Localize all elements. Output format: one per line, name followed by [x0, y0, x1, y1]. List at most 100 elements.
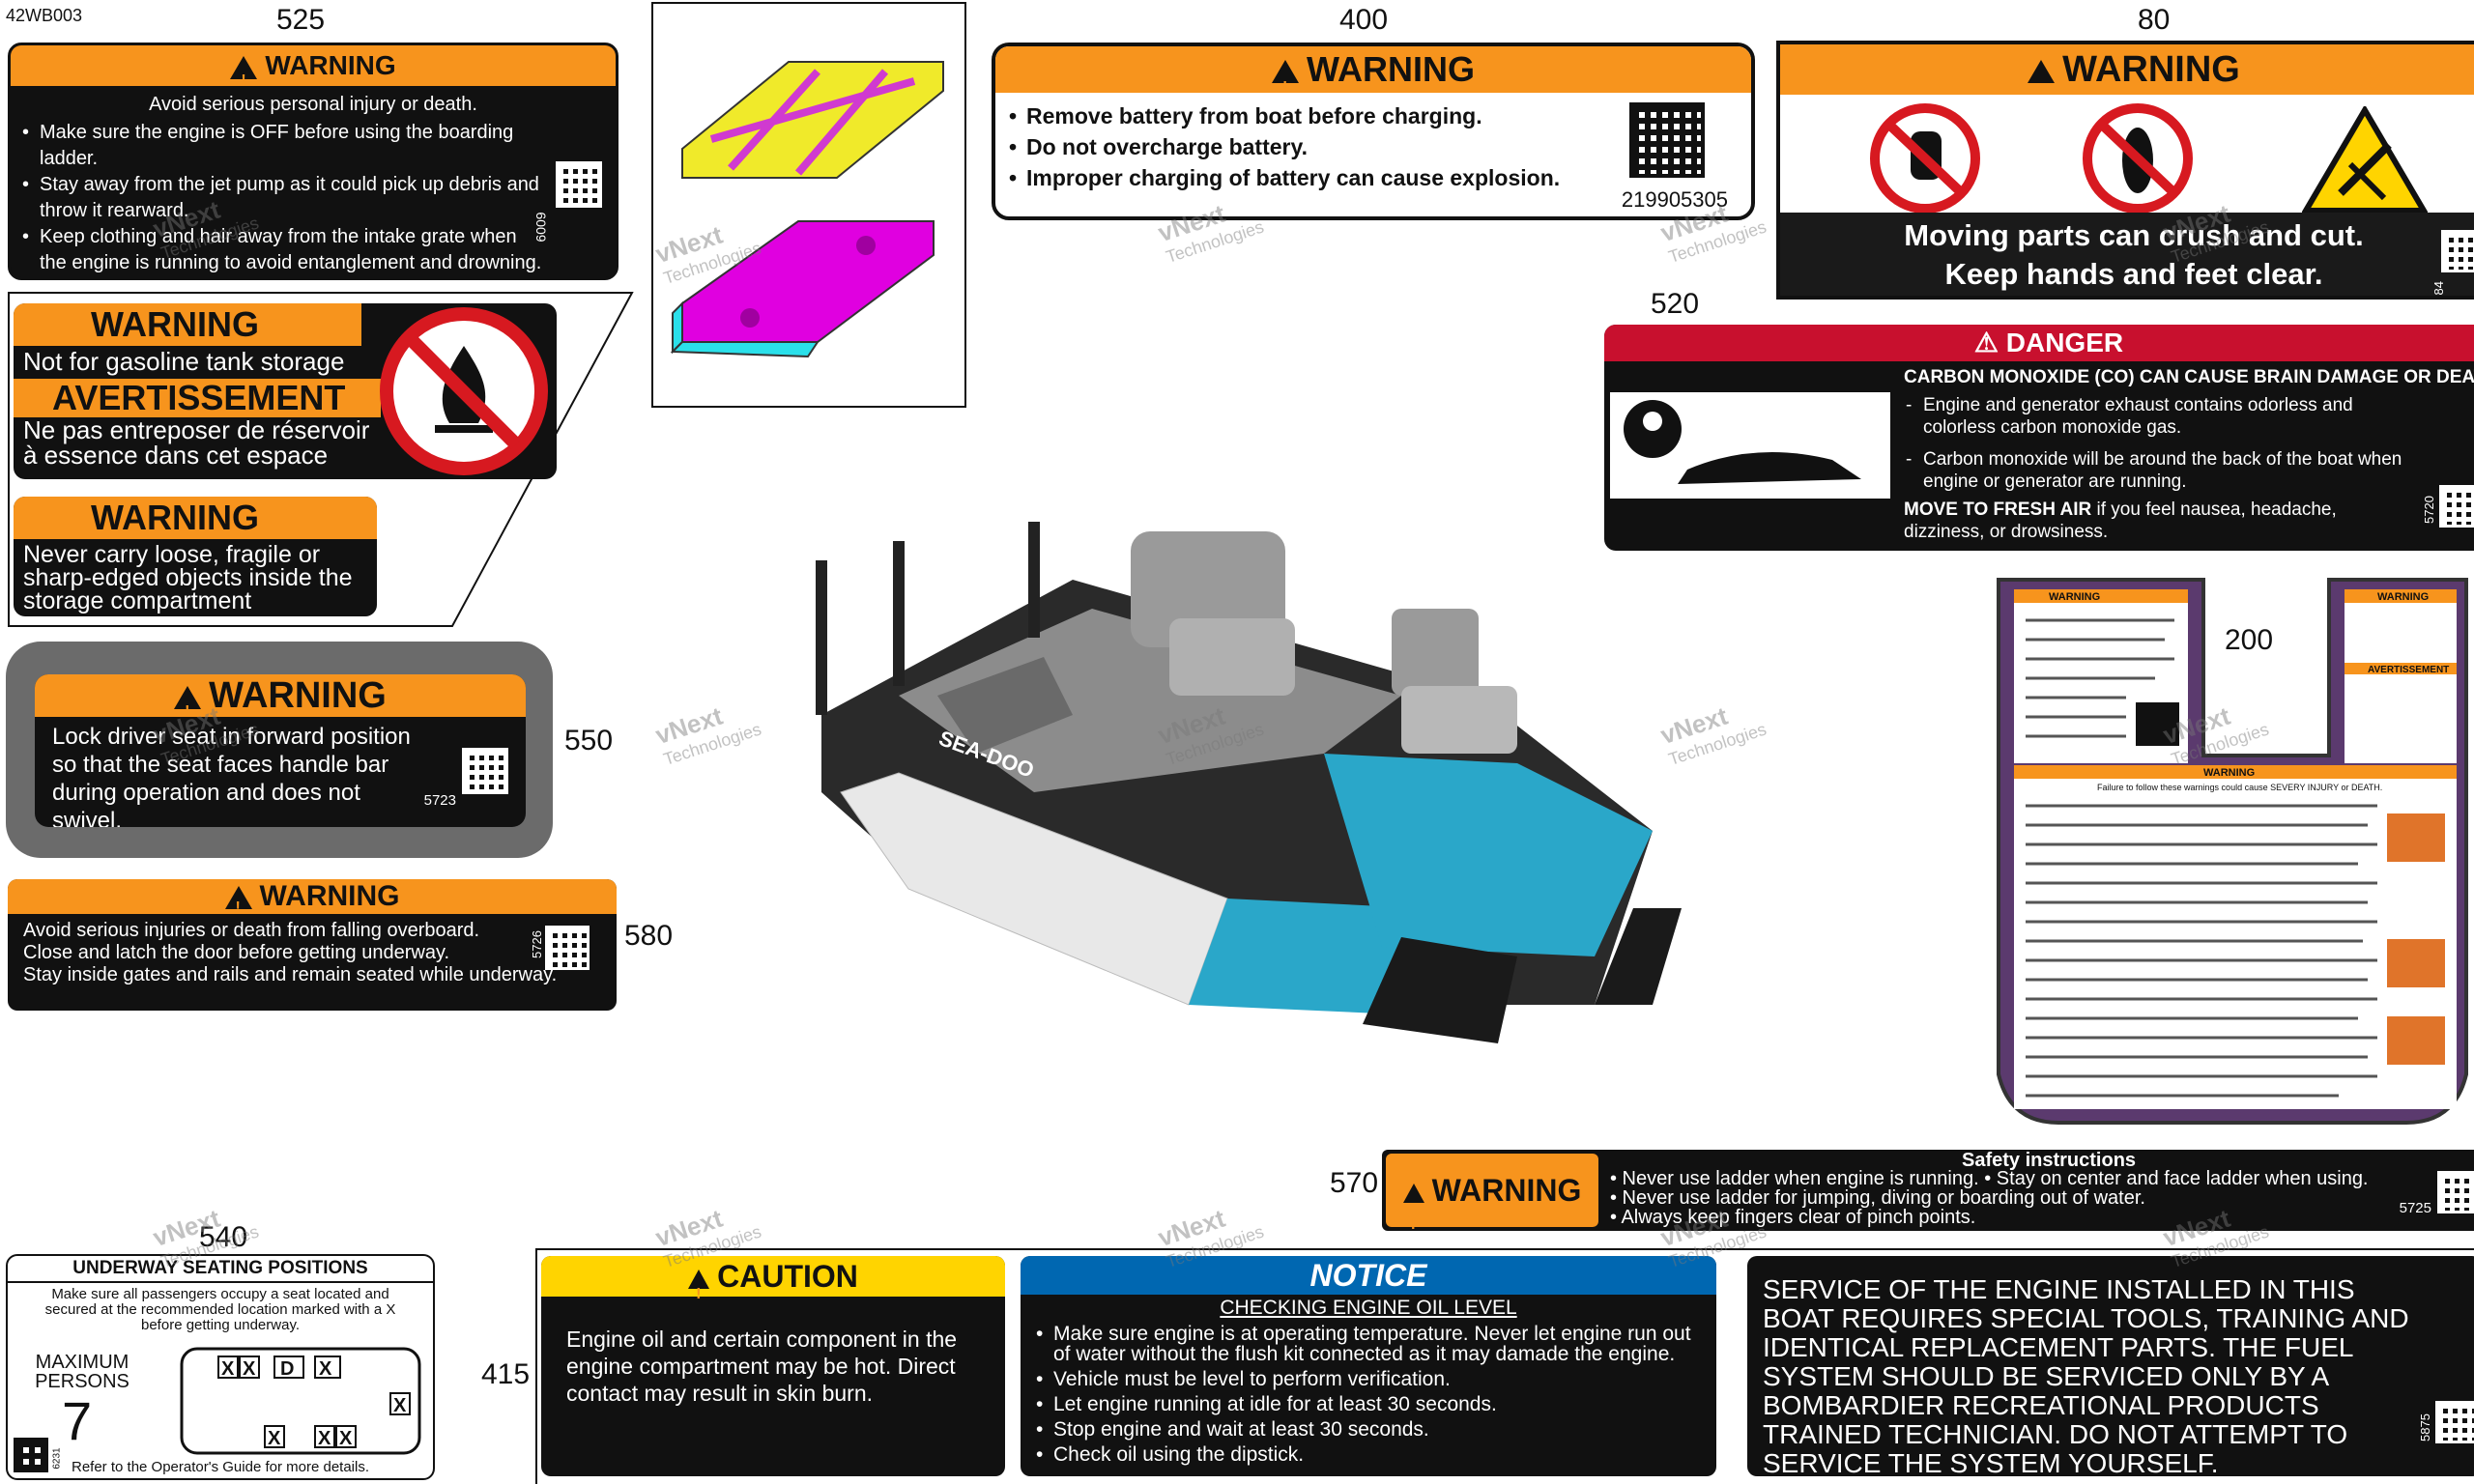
label-code: 6009 — [532, 212, 549, 243]
label-580-line: Avoid serious injuries or death from fal… — [23, 920, 480, 941]
label-415-caution: CAUTION Engine oil and certain component… — [541, 1256, 1005, 1476]
part-541-drawing — [651, 2, 966, 408]
qr-code — [2439, 485, 2474, 528]
label-415-frame — [535, 1248, 2474, 1484]
label-780-w2-text: Never carry loose, fragile or sharp-edge… — [23, 541, 353, 614]
label-780-fr-header: AVERTISSEMENT — [14, 379, 381, 417]
callout-525: 525 — [276, 4, 326, 36]
label-200-left-header: WARNING — [2049, 591, 2100, 603]
label-540-text: Make sure all passengers occupy a seat l… — [44, 1286, 396, 1333]
carbon-monoxide-icon — [1610, 392, 1890, 499]
svg-text:X: X — [319, 1358, 332, 1380]
svg-text:X: X — [339, 1428, 353, 1449]
svg-text:X: X — [268, 1428, 281, 1449]
label-780-fr-text: Ne pas entreposer de réservoir à essence… — [23, 415, 370, 470]
label-415-notice-title: CHECKING ENGINE OIL LEVEL — [1220, 1297, 1517, 1319]
label-780-w1-text: Not for gasoline tank storage — [23, 347, 345, 376]
label-520-bullets: Engine and generator exhaust contains od… — [1904, 394, 2416, 493]
list-item: Stop engine and wait at least 30 seconds… — [1034, 1418, 1703, 1441]
label-400-bullets: Remove battery from boat before charging… — [995, 93, 1575, 193]
qr-code — [1629, 102, 1705, 178]
label-525-sub: Avoid serious personal injury or death. — [149, 94, 477, 115]
svg-text:X: X — [243, 1358, 256, 1380]
label-580-line: Close and latch the door before getting … — [23, 942, 450, 963]
list-item: Improper charging of battery can cause e… — [1007, 162, 1575, 193]
label-code: 5875 — [2418, 1413, 2433, 1441]
qr-code — [462, 748, 508, 794]
list-item: Do not overcharge battery. — [1007, 131, 1575, 162]
label-525-bullets: Make sure the engine is OFF before using… — [11, 116, 616, 276]
svg-text:X: X — [318, 1428, 331, 1449]
label-415-notice-bullets: Make sure engine is at operating tempera… — [1021, 1322, 1716, 1467]
label-code: 5720 — [2422, 496, 2437, 524]
no-hands-icon — [1870, 103, 1980, 214]
label-540-max-value: 7 — [62, 1390, 93, 1451]
warning-triangle-icon — [224, 886, 252, 926]
label-400: WARNING Remove battery from boat before … — [992, 43, 1755, 220]
warning-triangle-icon — [1272, 60, 1299, 111]
qr-code — [14, 1438, 48, 1472]
list-item: Make sure engine is at operating tempera… — [1034, 1324, 1703, 1364]
crush-hazard-icon — [2302, 106, 2428, 214]
warning-triangle-icon — [1402, 1183, 1424, 1231]
label-520-header: ⚠ DANGER — [1604, 325, 2474, 361]
callout-200: 200 — [2225, 624, 2274, 656]
label-550-frame: WARNING Lock driver seat in forward posi… — [6, 642, 553, 858]
callout-520: 520 — [1651, 288, 1700, 320]
callout-80: 80 — [2138, 4, 2171, 36]
label-780-w2-header: WARNING — [14, 497, 377, 539]
callout-550: 550 — [564, 725, 614, 756]
label-code: 5723 — [423, 792, 456, 809]
label-80-line2: Keep hands and feet clear. — [1944, 257, 2323, 291]
label-580-line: Stay inside gates and rails and remain s… — [23, 964, 558, 985]
label-540-footer: Refer to the Operator's Guide for more d… — [72, 1459, 370, 1475]
label-550-text: Lock driver seat in forward position so … — [52, 724, 411, 827]
label-525-header: WARNING — [11, 45, 616, 101]
label-415-notice-header: NOTICE — [1021, 1256, 1716, 1295]
label-570-header: WARNING — [1386, 1154, 1598, 1231]
label-580: WARNING Avoid serious injuries or death … — [8, 879, 617, 1011]
callout-415: 415 — [481, 1358, 531, 1390]
label-code: 6231 — [51, 1447, 63, 1470]
label-540: UNDERWAY SEATING POSITIONS Make sure all… — [6, 1254, 435, 1480]
label-400-header: WARNING — [995, 46, 1751, 111]
label-580-header: WARNING — [8, 879, 617, 926]
list-item: Keep clothing and hair away from the int… — [20, 224, 548, 276]
svg-text:X: X — [221, 1358, 235, 1380]
label-780-w1-header: WARNING — [14, 303, 361, 346]
label-415-caution-text: Engine oil and certain component in the … — [566, 1327, 958, 1406]
warning-triangle-icon — [230, 55, 258, 101]
floor-mat-icon — [670, 61, 944, 358]
list-item: Carbon monoxide will be around the back … — [1904, 448, 2416, 493]
label-200-right-fr: AVERTISSEMENT — [2368, 665, 2449, 675]
no-feet-icon — [2083, 103, 2193, 214]
warning-triangle-icon — [688, 1269, 710, 1315]
warning-triangle-icon — [2028, 59, 2056, 115]
warning-triangle-icon: ⚠ — [1973, 328, 2006, 357]
qr-code — [556, 161, 602, 208]
label-520-title: CARBON MONOXIDE (CO) CAN CAUSE BRAIN DAM… — [1904, 367, 2474, 387]
label-80-message: Moving parts can crush and cut. Keep han… — [1780, 213, 2474, 296]
label-415-notice: NOTICE CHECKING ENGINE OIL LEVEL Make su… — [1021, 1256, 1716, 1476]
no-fire-icon — [380, 307, 548, 475]
label-code: 5725 — [2399, 1200, 2431, 1216]
qr-code — [2437, 1171, 2474, 1213]
label-570-line: • Never use ladder for jumping, diving o… — [1610, 1187, 2145, 1209]
label-570-line: • Never use ladder when engine is runnin… — [1610, 1168, 2369, 1189]
label-80: WARNING Moving parts can crush and cut. … — [1776, 41, 2474, 300]
qr-code — [2441, 230, 2474, 272]
label-200: WARNING WARNING AVERTISSEMENT WARNING Fa… — [1997, 578, 2468, 1125]
list-item: Engine and generator exhaust contains od… — [1904, 394, 2416, 439]
label-80-header: WARNING — [1780, 44, 2474, 115]
list-item: Stay away from the jet pump as it could … — [20, 172, 548, 224]
label-code: 5884 — [2431, 281, 2447, 300]
label-780-storage: WARNING Never carry loose, fragile or sh… — [14, 497, 377, 616]
label-580-text: Avoid serious injuries or death from fal… — [8, 914, 617, 986]
label-780-gasoline: WARNING Not for gasoline tank storage AV… — [14, 303, 557, 479]
label-550: WARNING Lock driver seat in forward posi… — [35, 674, 526, 827]
label-570-text: • Never use ladder when engine is runnin… — [1610, 1169, 2369, 1227]
warning-triangle-icon — [174, 685, 202, 733]
label-80-line1: Moving parts can crush and cut. — [1904, 218, 2364, 252]
list-item: Let engine running at idle for at least … — [1034, 1393, 1703, 1416]
callout-400: 400 — [1339, 4, 1389, 36]
